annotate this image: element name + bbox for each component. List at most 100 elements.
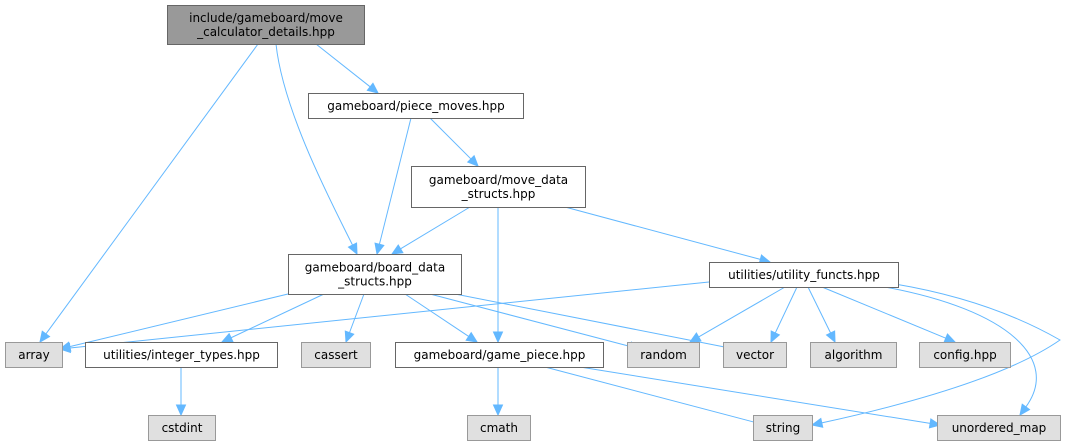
node-box <box>937 415 1061 441</box>
arrowhead-icon <box>825 330 836 344</box>
node-label: config.hpp <box>933 348 996 362</box>
node-box <box>709 262 899 288</box>
node-random[interactable]: random <box>627 342 700 368</box>
node-label: gameboard/board_data <box>305 261 445 275</box>
edge-line <box>400 206 471 250</box>
edge-utility_functs-to-string <box>810 283 1061 428</box>
edge-line <box>884 286 1037 408</box>
node-move_data_structs[interactable]: gameboard/move_data_structs.hpp <box>411 166 586 208</box>
node-label: array <box>18 348 49 362</box>
arrowhead-icon <box>374 242 385 256</box>
node-label: _calculator_details.hpp <box>196 25 335 39</box>
edge-integer_types-to-cstdint <box>175 367 187 417</box>
edge-utility_functs-to-random <box>688 286 786 343</box>
edge-utility_functs-to-unordered_map <box>884 286 1037 416</box>
node-config[interactable]: config.hpp <box>919 342 1011 368</box>
edge-piece_moves-to-move_data_structs <box>429 117 479 167</box>
edge-move_data_structs-to-board_data_structs <box>390 206 471 255</box>
node-box <box>919 342 1011 368</box>
edge-move_data_structs-to-utility_functs <box>564 206 772 265</box>
node-label: cassert <box>314 348 358 362</box>
node-game_piece[interactable]: gameboard/game_piece.hpp <box>395 342 604 368</box>
edges-layer <box>39 43 1061 429</box>
node-label: unordered_map <box>952 421 1047 435</box>
node-box <box>395 342 604 368</box>
node-utility_functs[interactable]: utilities/utility_functs.hpp <box>709 262 899 288</box>
edge-line <box>429 117 472 160</box>
edge-utility_functs-to-config <box>821 286 957 343</box>
edge-line <box>45 43 259 335</box>
node-box <box>753 415 813 441</box>
node-label: gameboard/piece_moves.hpp <box>327 99 504 113</box>
edge-line <box>404 293 469 337</box>
edge-line <box>69 293 289 348</box>
edge-line <box>807 286 832 334</box>
node-cstdint[interactable]: cstdint <box>148 415 216 441</box>
node-box <box>308 93 524 119</box>
node-piece_moves[interactable]: gameboard/piece_moves.hpp <box>308 93 524 119</box>
node-box <box>810 342 897 368</box>
node-label: utilities/utility_functs.hpp <box>728 268 880 282</box>
arrowhead-icon <box>347 242 358 256</box>
arrowhead-icon <box>366 82 379 94</box>
edge-line <box>821 283 1061 424</box>
node-box <box>5 342 63 368</box>
arrowhead-icon <box>39 330 51 343</box>
node-array[interactable]: array <box>5 342 63 368</box>
edge-utility_functs-to-vector <box>770 286 798 344</box>
arrowhead-icon <box>390 244 404 255</box>
edge-line <box>564 206 761 260</box>
node-algorithm[interactable]: algorithm <box>810 342 897 368</box>
edge-root-to-board_data_structs <box>275 43 358 256</box>
edge-game_piece-to-string <box>544 366 767 428</box>
node-label: gameboard/move_data <box>429 173 568 187</box>
node-label: random <box>640 348 687 362</box>
edge-line <box>315 43 371 88</box>
edge-line <box>454 293 726 348</box>
node-unordered_map[interactable]: unordered_map <box>937 415 1061 441</box>
edge-root-to-array <box>39 43 259 343</box>
node-box <box>411 166 586 208</box>
arrowhead-icon <box>465 331 479 343</box>
arrowhead-icon <box>175 404 187 417</box>
edge-line <box>821 286 946 339</box>
edge-piece_moves-to-board_data_structs <box>374 117 412 256</box>
node-vector[interactable]: vector <box>723 342 787 368</box>
node-box <box>467 415 531 441</box>
node-root[interactable]: include/gameboard/move_calculator_detail… <box>167 5 365 45</box>
arrowhead-icon <box>344 330 355 344</box>
arrowhead-icon <box>492 404 504 417</box>
node-label: utilities/integer_types.hpp <box>103 348 260 362</box>
edge-root-to-piece_moves <box>315 43 379 94</box>
edge-board_data_structs-to-cassert <box>344 293 365 344</box>
node-label: _structs.hpp <box>337 275 412 289</box>
edge-line <box>579 366 931 424</box>
arrowhead-icon <box>810 417 824 428</box>
node-box <box>288 254 462 295</box>
node-label: _structs.hpp <box>461 187 536 201</box>
node-board_data_structs[interactable]: gameboard/board_data_structs.hpp <box>288 254 462 295</box>
edge-line <box>698 286 786 338</box>
edge-utility_functs-to-array <box>58 281 710 354</box>
edge-line <box>378 117 412 245</box>
node-box <box>85 342 278 368</box>
node-string[interactable]: string <box>753 415 813 441</box>
edge-game_piece-to-cmath <box>492 367 504 417</box>
edge-line <box>429 293 631 347</box>
node-label: cstdint <box>162 421 203 435</box>
node-label: include/gameboard/move <box>189 11 343 25</box>
edge-line <box>544 366 756 423</box>
node-cmath[interactable]: cmath <box>467 415 531 441</box>
node-label: string <box>766 421 800 435</box>
edge-utility_functs-to-algorithm <box>807 286 836 344</box>
node-cassert[interactable]: cassert <box>301 342 371 368</box>
node-label: gameboard/game_piece.hpp <box>414 348 586 362</box>
arrowhead-icon <box>770 330 781 344</box>
node-box <box>167 5 365 45</box>
node-integer_types[interactable]: utilities/integer_types.hpp <box>85 342 278 368</box>
edge-line <box>774 286 798 334</box>
nodes-layer: include/gameboard/move_calculator_detail… <box>5 5 1061 441</box>
edge-line <box>275 43 353 246</box>
edge-board_data_structs-to-game_piece <box>404 293 479 343</box>
